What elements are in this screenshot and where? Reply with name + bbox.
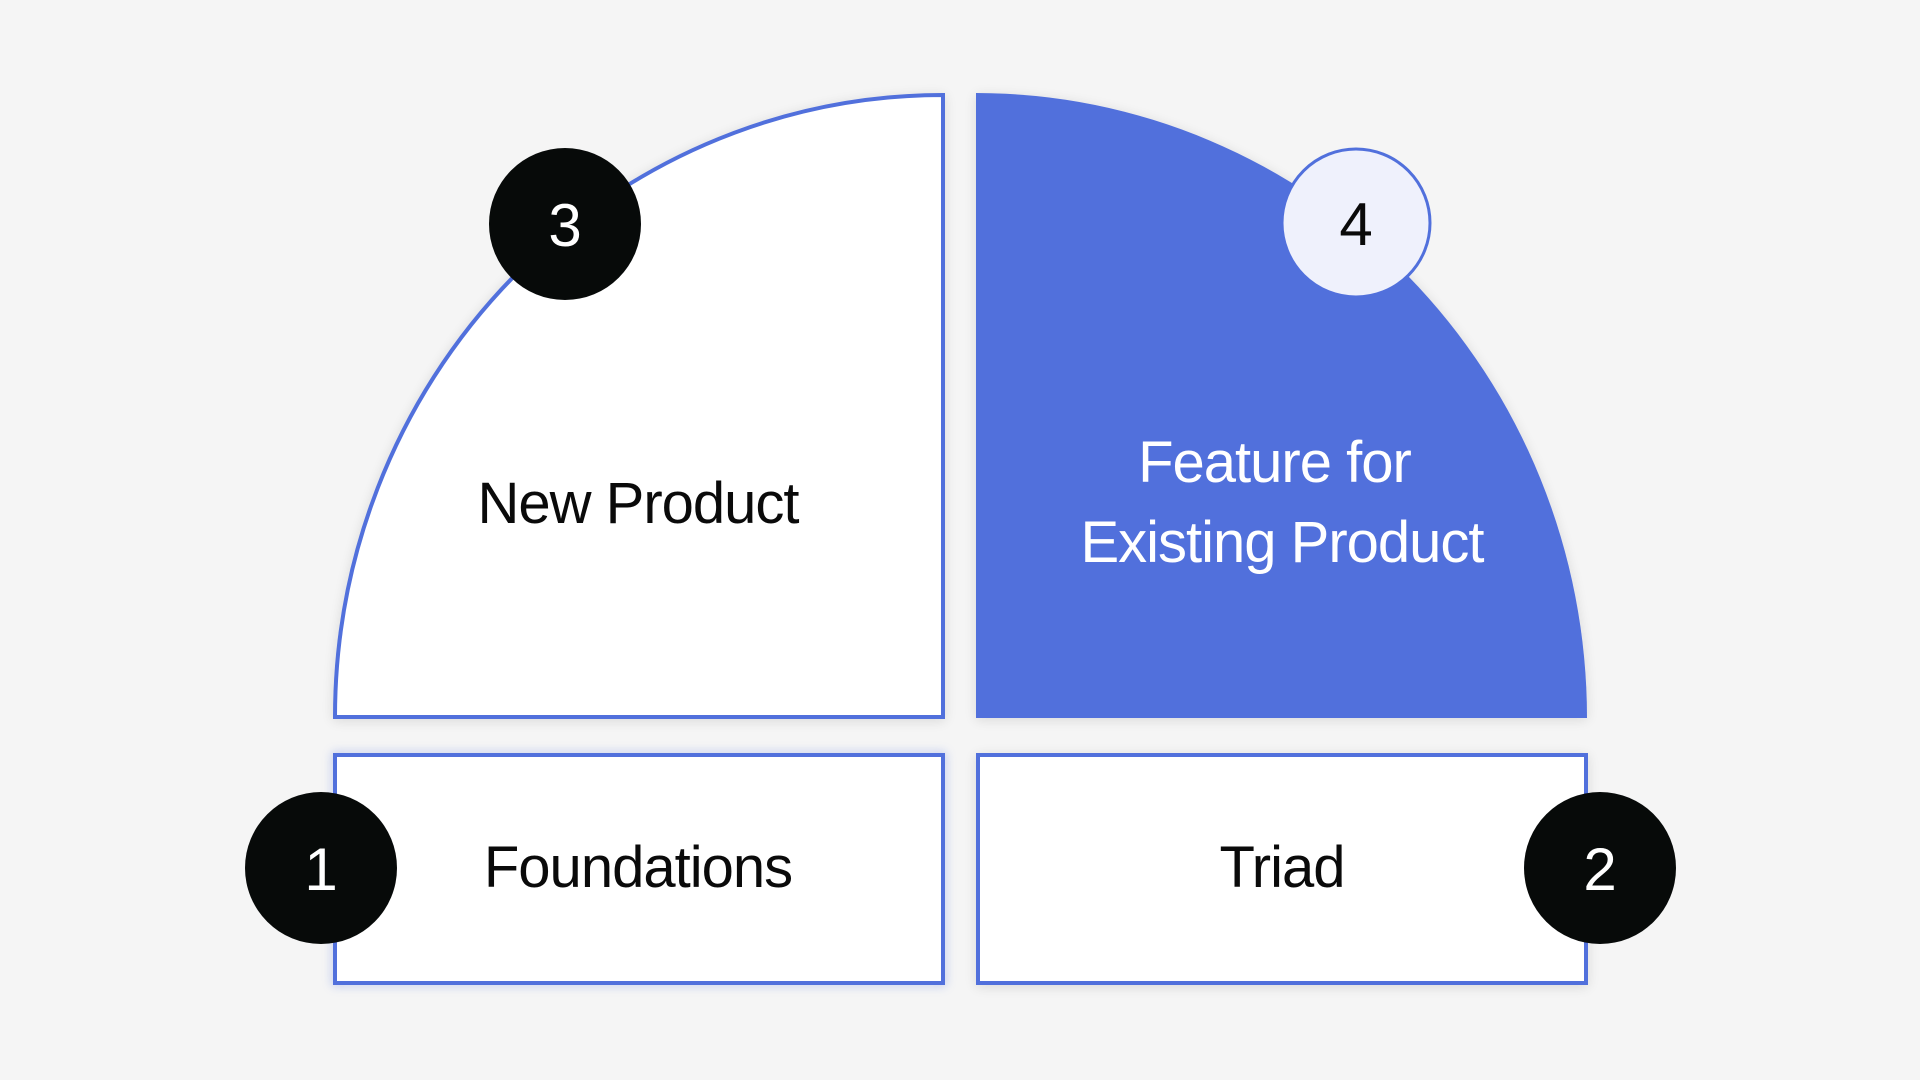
quadrant-feature-existing-product-shape (976, 93, 1587, 718)
badge-3-circle (489, 148, 641, 300)
quadrant-feature-label-line1: Feature for (1138, 430, 1411, 495)
badge-2: 2 (1524, 792, 1676, 944)
badge-3: 3 (489, 148, 641, 300)
quadrant-triad-shape (976, 753, 1588, 985)
badge-4-circle (1280, 147, 1432, 299)
quadrant-foundations-shape (333, 753, 945, 985)
quadrant-foundations: Foundations (332, 752, 946, 986)
quadrant-new-product-shape (332, 92, 945, 719)
badge-3-number: 3 (548, 192, 581, 259)
badge-1: 1 (245, 792, 397, 944)
badge-1-circle (245, 792, 397, 944)
badge-1-number: 1 (304, 836, 337, 903)
quadrant-new-product-label: New Product (477, 471, 799, 536)
badge-4-number: 4 (1339, 191, 1372, 258)
quadrant-new-product: New Product (332, 92, 945, 719)
quadrant-triad: Triad (976, 753, 1588, 985)
quadrant-triad-label: Triad (1220, 835, 1345, 900)
badge-2-circle (1524, 792, 1676, 944)
badge-2-number: 2 (1583, 836, 1616, 903)
quadrant-foundations-label: Foundations (484, 835, 792, 900)
badge-4: 4 (1280, 147, 1432, 299)
quadrant-feature-label-line2: Existing Product (1080, 510, 1484, 575)
quadrant-feature-existing-product-label: Feature for Existing Product (1080, 430, 1484, 575)
quadrant-feature-existing-product: Feature for Existing Product (976, 93, 1587, 718)
